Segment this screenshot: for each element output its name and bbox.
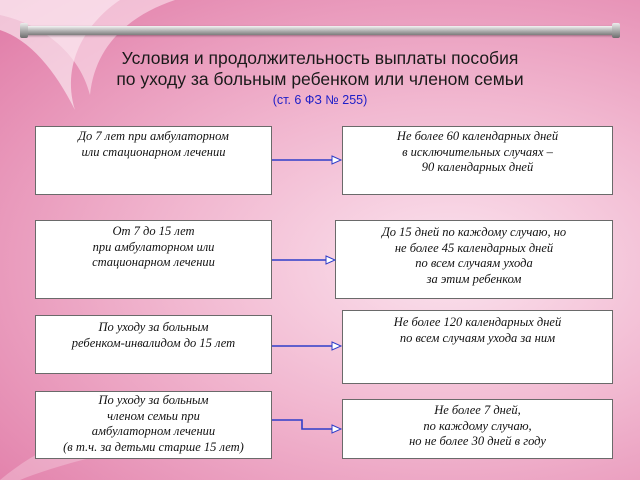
duration-text-4: Не более 7 дней, по каждому случаю, но н… xyxy=(409,403,546,448)
duration-box-1: Не более 60 календарных дней в исключите… xyxy=(342,126,613,195)
duration-box-3: Не более 120 календарных дней по всем сл… xyxy=(342,310,613,384)
arrowhead-2 xyxy=(325,255,337,265)
connector-arrow-4 xyxy=(272,419,332,430)
bar-right-cap xyxy=(612,23,620,38)
condition-box-2: От 7 до 15 лет при амбулаторном или стац… xyxy=(35,220,272,299)
condition-box-1: До 7 лет при амбулаторном или стационарн… xyxy=(35,126,272,195)
condition-text-3: По уходу за больным ребенком-инвалидом д… xyxy=(71,320,236,350)
condition-text-1: До 7 лет при амбулаторном или стационарн… xyxy=(78,129,229,159)
slide-subtitle: (ст. 6 ФЗ № 255) xyxy=(272,93,368,107)
arrowhead-4 xyxy=(331,424,343,434)
duration-text-3: Не более 120 календарных дней по всем сл… xyxy=(393,315,562,345)
arrowhead-3 xyxy=(331,341,343,351)
duration-box-4: Не более 7 дней, по каждому случаю, но н… xyxy=(342,399,613,459)
condition-text-4: По уходу за больным членом семьи при амб… xyxy=(63,393,244,454)
decorative-top-bar xyxy=(20,23,620,38)
slide-title-text: Условия и продолжительность выплаты посо… xyxy=(116,48,524,89)
arrowhead-1 xyxy=(331,155,343,165)
condition-box-4: По уходу за больным членом семьи при амб… xyxy=(35,391,272,459)
duration-text-1: Не более 60 календарных дней в исключите… xyxy=(396,129,559,174)
bar-left-cap xyxy=(20,23,28,38)
duration-text-2: До 15 дней по каждому случаю, но не боле… xyxy=(381,225,567,286)
condition-box-3: По уходу за больным ребенком-инвалидом д… xyxy=(35,315,272,374)
duration-box-2: До 15 дней по каждому случаю, но не боле… xyxy=(335,220,613,299)
condition-text-2: От 7 до 15 лет при амбулаторном или стац… xyxy=(92,224,215,269)
slide-title: Условия и продолжительность выплаты посо… xyxy=(40,48,600,90)
